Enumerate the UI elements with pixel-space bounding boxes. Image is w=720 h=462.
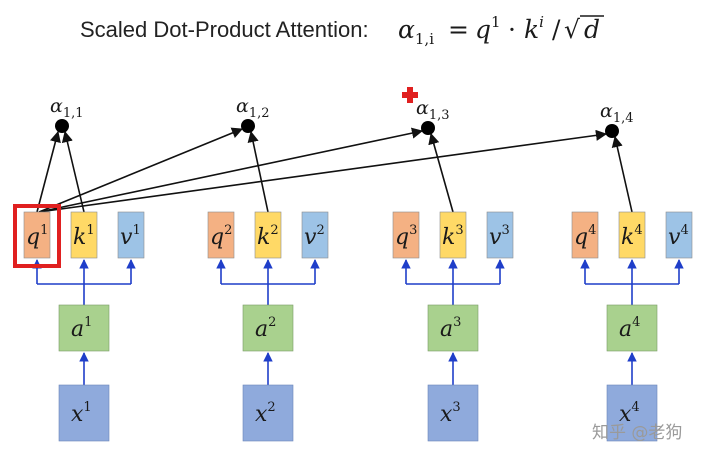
column-1: α1,1 q1 k1 v1 a1 x1 <box>13 95 145 442</box>
v-label: v4 <box>668 223 689 250</box>
q-box <box>571 211 599 259</box>
formula-alpha: α1,i <box>398 15 434 48</box>
alpha-label: α1,1 <box>50 95 84 121</box>
a-label: a1 <box>71 315 92 342</box>
k-label: k1 <box>73 223 95 250</box>
k-to-alpha-arrow <box>611 135 633 213</box>
q-label: q2 <box>210 223 232 250</box>
x-label: x4 <box>619 400 640 427</box>
q1-to-alpha-arrow <box>38 127 244 213</box>
alpha-label: α1,2 <box>236 95 270 121</box>
a-label: a2 <box>255 315 276 342</box>
a-box <box>242 304 294 352</box>
x-label: x2 <box>255 400 276 427</box>
formula-q: q1 <box>475 13 501 44</box>
k-box <box>70 211 98 259</box>
formula-sqrt: √ <box>564 15 580 44</box>
q-box <box>207 211 235 259</box>
alpha-node <box>55 119 69 133</box>
formula-title: Scaled Dot-Product Attention: α1,i = q1 … <box>80 13 604 48</box>
formula-d: d <box>584 15 600 44</box>
q-label: q4 <box>574 223 596 250</box>
q1-to-alpha-arrow <box>38 129 608 213</box>
formula-equals: = <box>448 15 469 44</box>
q1-to-alpha-arrow <box>38 127 424 213</box>
x-box <box>242 384 294 442</box>
column-3: α1,3 q3 k3 v3 a3 x3 <box>392 97 514 442</box>
a-box <box>58 304 110 352</box>
alpha-node <box>605 124 619 138</box>
a-label: a3 <box>440 315 461 342</box>
watermark: 知乎 @老狗 <box>592 423 682 443</box>
k-box <box>439 211 467 259</box>
q-box <box>392 211 420 259</box>
k-to-alpha-arrow <box>247 130 269 213</box>
v-box <box>301 211 329 259</box>
formula-slash: / <box>552 15 561 44</box>
formula-k: ki <box>524 13 544 44</box>
v-box <box>117 211 145 259</box>
v-box <box>665 211 693 259</box>
alpha-node <box>241 119 255 133</box>
alpha-label: α1,3 <box>416 97 450 123</box>
alpha-label: α1,4 <box>600 100 634 126</box>
title-text: Scaled Dot-Product Attention: <box>80 17 369 42</box>
red-cross-cursor-icon <box>402 87 418 103</box>
x-box <box>606 384 658 442</box>
k-to-alpha-arrow <box>428 132 454 213</box>
formula-dot: · <box>508 15 516 44</box>
q1-to-alpha-arrow <box>36 130 61 213</box>
column-2: α1,2 q2 k2 v2 a2 x2 <box>207 95 329 442</box>
x-label: x1 <box>71 400 92 427</box>
q-box <box>23 211 51 259</box>
k-label: k2 <box>257 223 279 250</box>
k-to-alpha-arrow <box>61 130 85 213</box>
alpha-node <box>421 121 435 135</box>
a-box <box>427 304 479 352</box>
x-box <box>58 384 110 442</box>
v-label: v1 <box>120 223 141 250</box>
v-box <box>486 211 514 259</box>
k-box <box>254 211 282 259</box>
x-label: x3 <box>440 400 461 427</box>
k-label: k4 <box>621 223 643 250</box>
q-label: q1 <box>26 223 48 250</box>
v-label: v2 <box>304 223 325 250</box>
attention-columns: α1,1 q1 k1 v1 a1 x1 α1,2 q2 k2 v2 a2 x2 α1,3 q3 k3 v3 a3… <box>13 95 693 442</box>
column-4: α1,4 q4 k4 v4 a4 x4 <box>571 100 693 442</box>
a-box <box>606 304 658 352</box>
q-highlight-box <box>13 204 61 268</box>
k-box <box>618 211 646 259</box>
x-box <box>427 384 479 442</box>
k-label: k3 <box>442 223 464 250</box>
a-label: a4 <box>619 315 640 342</box>
q-label: q3 <box>395 223 417 250</box>
v-label: v3 <box>489 223 510 250</box>
